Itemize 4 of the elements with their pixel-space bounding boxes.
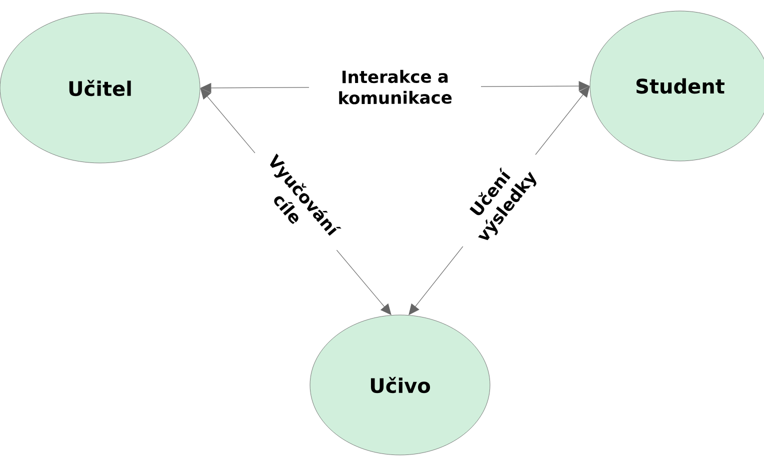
ellipse-node: Učitel — [0, 12, 200, 164]
ellipse-node: Učivo — [310, 314, 490, 456]
ellipse-node: Student — [590, 10, 764, 162]
edge-label: Interakce a komunikace — [339, 70, 452, 104]
